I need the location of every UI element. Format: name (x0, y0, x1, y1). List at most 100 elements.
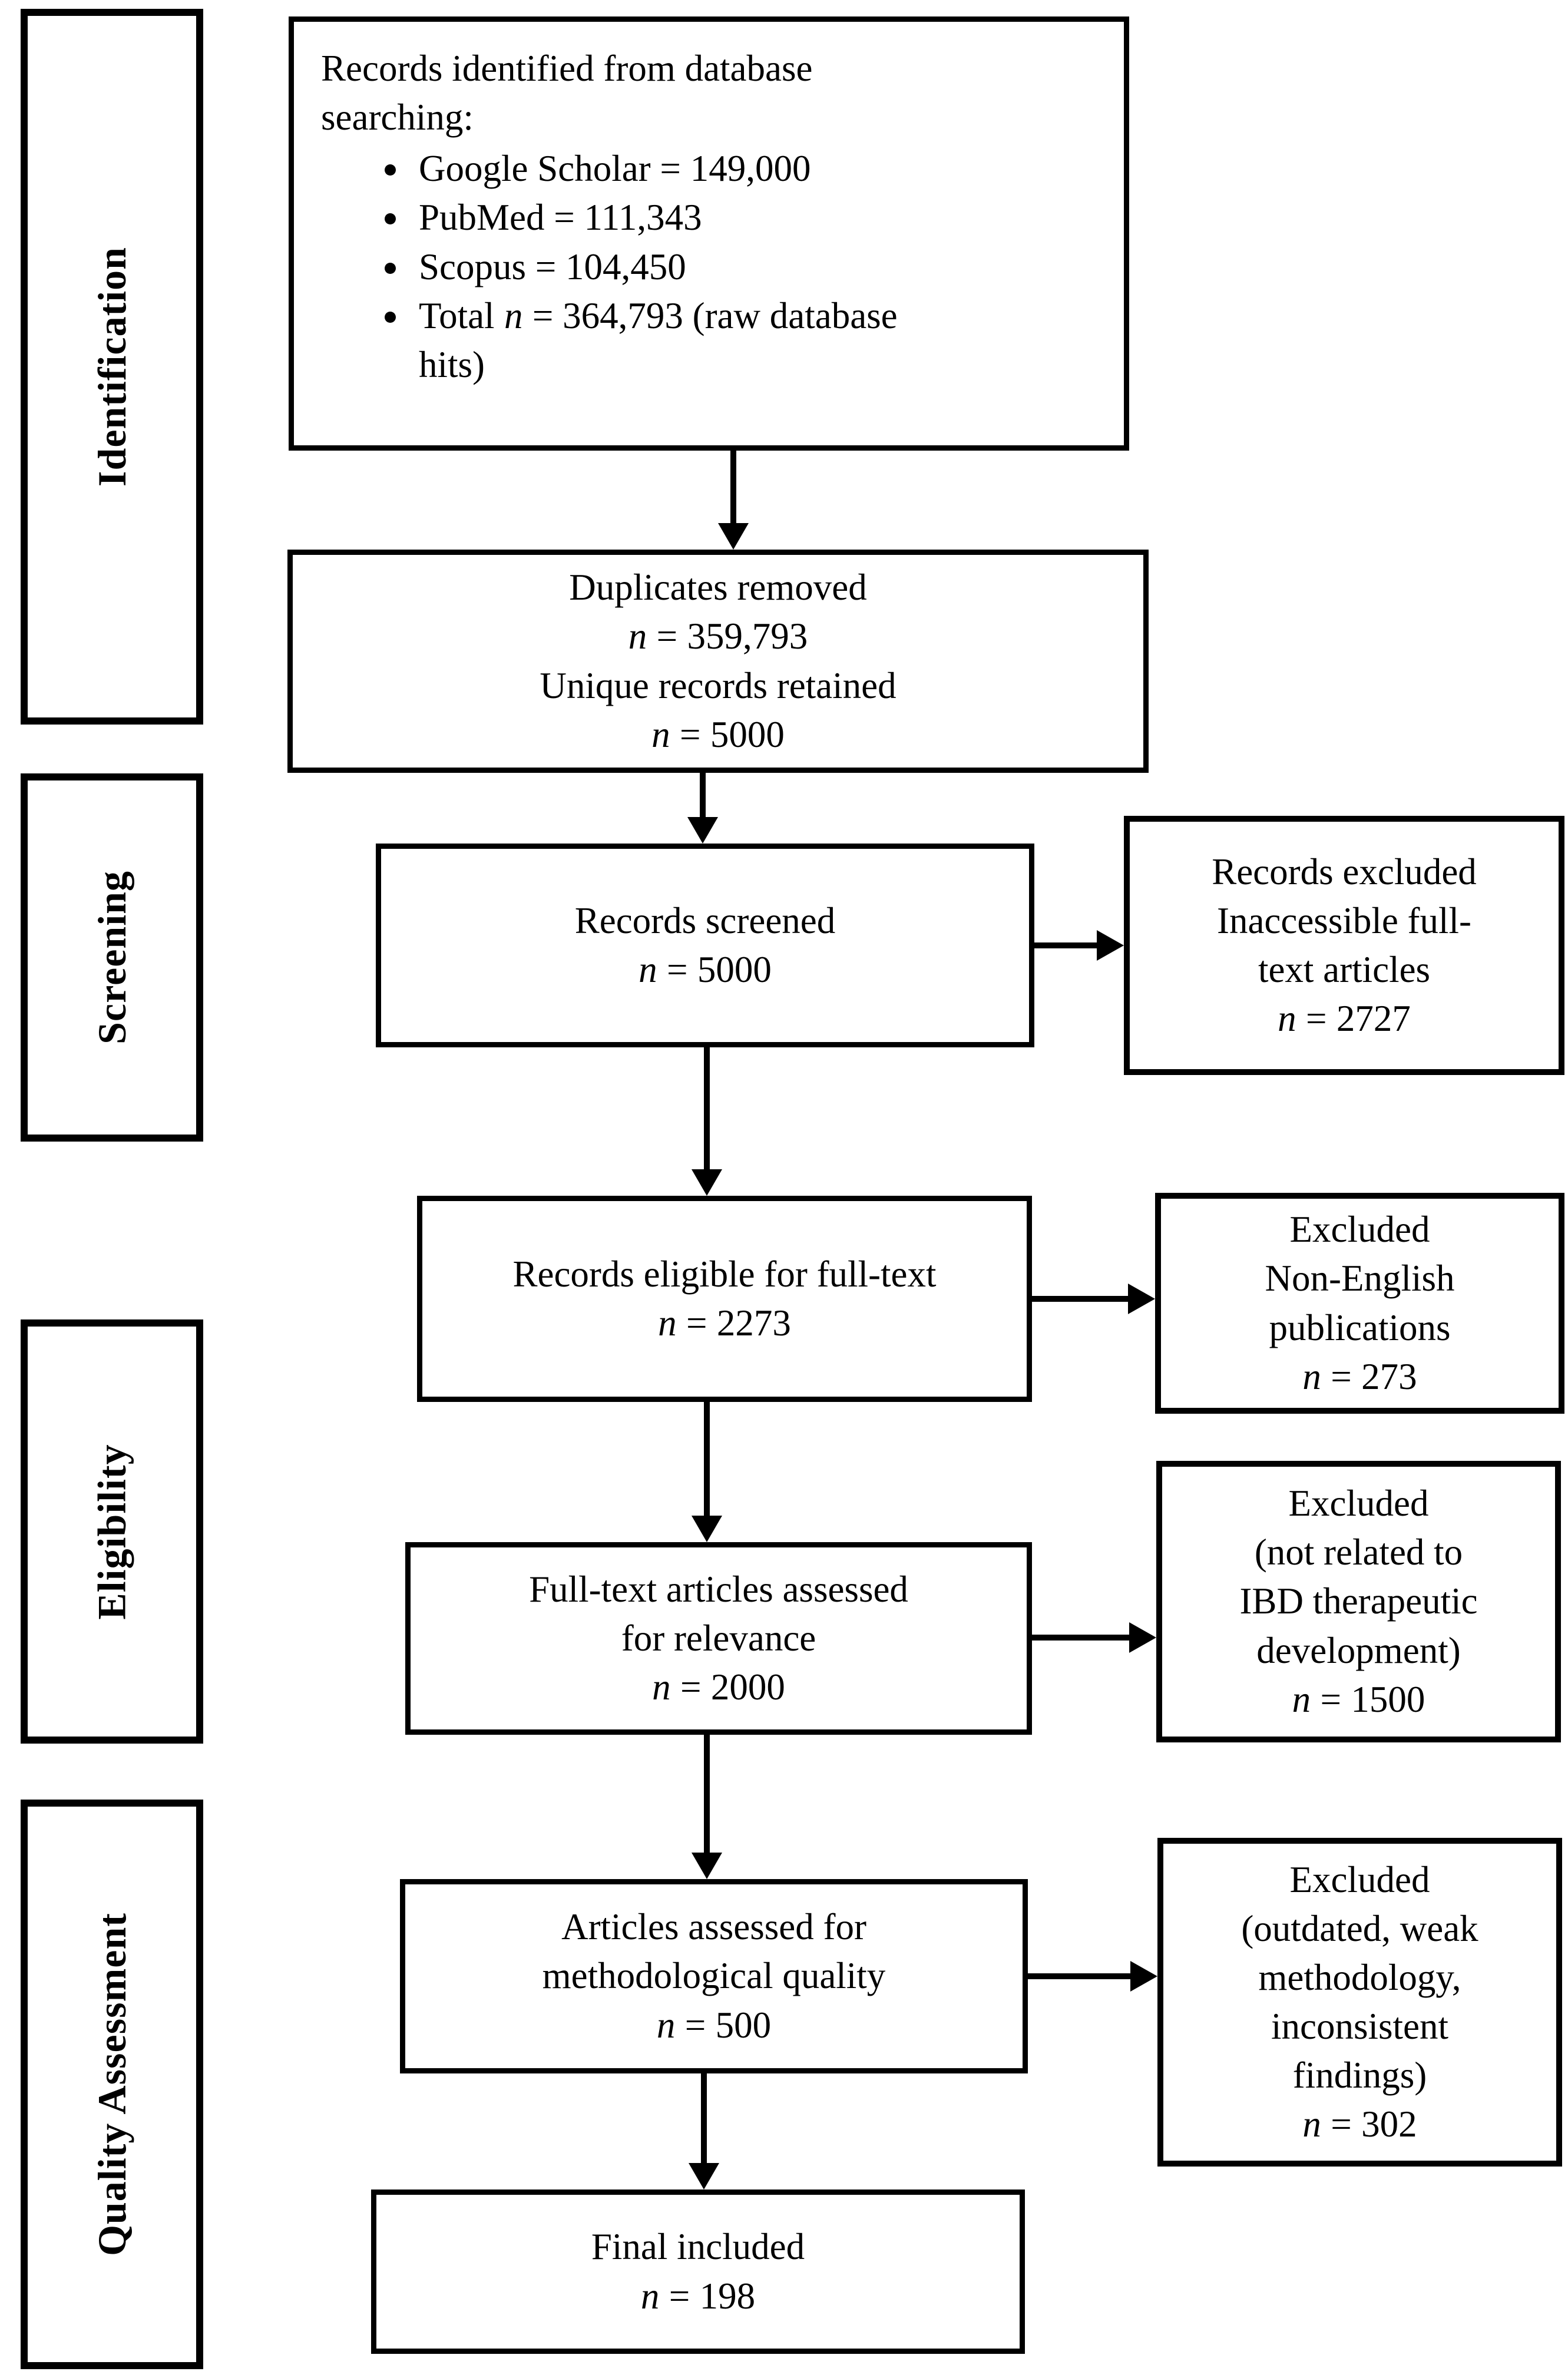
box-excluded-outdated: Excluded (outdated, weak methodology, in… (1157, 1838, 1562, 2167)
n-count: n=2727 (1130, 994, 1559, 1043)
count-value: 500 (715, 2004, 772, 2046)
down-arrow-shaft (701, 2073, 707, 2163)
text-line: (outdated, weak (1241, 1907, 1478, 1949)
n-count: n=5000 (293, 710, 1143, 759)
count-value: 1500 (1351, 1678, 1425, 1720)
n-symbol: n (628, 616, 647, 657)
count-value: 5000 (710, 713, 785, 755)
stage-screening-label: Screening (89, 871, 134, 1044)
text-line: publications (1269, 1307, 1451, 1348)
n-symbol: n (504, 295, 523, 336)
box-duplicates-removed: Duplicates removed n=359,793 Unique reco… (287, 550, 1149, 773)
database-list: Google Scholar = 149,000 PubMed = 111,34… (321, 144, 1106, 389)
box-final-included: Final included n=198 (371, 2190, 1025, 2354)
text-line: Non-English (1265, 1258, 1455, 1299)
count-value: 5000 (697, 949, 772, 990)
text-line: Articles assessed for (561, 1906, 866, 1948)
text-line: Inaccessible full- (1216, 899, 1472, 941)
text-line: Duplicates removed (569, 567, 867, 608)
text-line: Records identified from database (321, 48, 813, 89)
right-arrow-icon (1129, 1622, 1156, 1653)
n-symbol: n (1292, 1678, 1311, 1720)
equals-sign: = (684, 2004, 706, 2046)
text-line: (not related to (1254, 1532, 1463, 1573)
n-symbol: n (656, 2004, 676, 2046)
n-count: n=5000 (381, 945, 1029, 994)
n-symbol: n (652, 1666, 671, 1708)
equals-sign: = (680, 1666, 702, 1708)
list-item-google-scholar: Google Scholar = 149,000 (411, 144, 1106, 193)
text-line: Excluded (1289, 1858, 1430, 1900)
text-line: Full-text articles assessed (529, 1568, 908, 1610)
down-arrow-shaft (704, 1402, 710, 1516)
right-arrow-icon (1130, 1961, 1157, 1992)
down-arrow-icon (692, 1169, 722, 1196)
text-line: text articles (1258, 949, 1431, 990)
down-arrow-shaft (704, 1047, 710, 1169)
n-symbol: n (640, 2275, 660, 2317)
n-symbol: n (651, 713, 670, 755)
count-value: 359,793 (687, 616, 808, 657)
down-arrow-shaft (730, 451, 736, 523)
stage-eligibility: Eligibility (21, 1319, 203, 1744)
n-count: n=302 (1163, 2100, 1556, 2149)
equals-sign: = (679, 713, 701, 755)
list-item-scopus: Scopus = 104,450 (411, 243, 1106, 292)
equals-sign: = (1320, 1678, 1342, 1720)
stage-eligibility-label: Eligibility (89, 1443, 134, 1620)
box-excluded-inaccessible: Records excluded Inaccessible full- text… (1124, 816, 1564, 1075)
count-value: 198 (699, 2275, 756, 2317)
box-fulltext-assessed: Full-text articles assessed for relevanc… (405, 1542, 1032, 1735)
box-excluded-not-related: Excluded (not related to IBD therapeutic… (1156, 1461, 1561, 1742)
n-symbol: n (1302, 1355, 1321, 1397)
n-symbol: n (658, 1302, 677, 1344)
right-arrow-icon (1097, 930, 1124, 961)
box-records-eligible: Records eligible for full-text n=2273 (417, 1196, 1032, 1402)
box-records-identified: Records identified from database searchi… (289, 16, 1129, 451)
stage-quality-assessment: Quality Assessment (21, 1800, 203, 2369)
text-line: IBD therapeutic (1239, 1580, 1478, 1622)
text-line: Final included (591, 2226, 805, 2268)
down-arrow-icon (689, 2163, 719, 2190)
text-line: methodological quality (542, 1955, 886, 1997)
text-line: Excluded (1288, 1483, 1429, 1524)
text-line: Records eligible for full-text (512, 1253, 937, 1295)
text-line: methodology, (1258, 1956, 1461, 1998)
n-count: n=198 (376, 2272, 1020, 2321)
list-item-pubmed: PubMed = 111,343 (411, 193, 1106, 242)
box-methodological-quality: Articles assessed for methodological qua… (400, 1879, 1028, 2073)
text-line: Records screened (574, 899, 836, 941)
equals-sign: = (656, 616, 678, 657)
count-value: 302 (1361, 2104, 1417, 2145)
text-line: Excluded (1289, 1209, 1430, 1251)
equals-sign: = (686, 1302, 707, 1344)
equals-sign: = (1331, 2104, 1352, 2145)
equals-sign: = (1305, 998, 1327, 1040)
down-arrow-icon (687, 817, 718, 844)
stage-quality-assessment-label: Quality Assessment (89, 1913, 134, 2256)
count-value: 2727 (1336, 998, 1411, 1040)
down-arrow-shaft (704, 1735, 710, 1853)
down-arrow-icon (718, 523, 749, 550)
n-count: n=2000 (411, 1663, 1027, 1712)
n-count: n=359,793 (293, 612, 1143, 661)
right-arrow-shaft (1028, 1973, 1130, 1979)
count-value: 2000 (710, 1666, 785, 1708)
text-line: searching: (321, 97, 474, 138)
right-arrow-shaft (1032, 1635, 1129, 1641)
equals-sign: = (666, 949, 688, 990)
box-excluded-non-english: Excluded Non-English publications n=273 (1155, 1193, 1564, 1414)
n-count: n=500 (405, 2001, 1023, 2050)
right-arrow-shaft (1034, 942, 1097, 948)
equals-sign: = (669, 2275, 690, 2317)
stage-identification: Identification (21, 9, 203, 725)
text-line: inconsistent (1271, 2006, 1448, 2047)
down-arrow-shaft (700, 773, 706, 817)
stage-identification-label: Identification (89, 247, 134, 487)
bullet-continuation: hits) (419, 343, 485, 385)
n-count: n=2273 (422, 1299, 1027, 1348)
text-line: Records excluded (1212, 851, 1477, 892)
stage-screening: Screening (21, 773, 203, 1142)
